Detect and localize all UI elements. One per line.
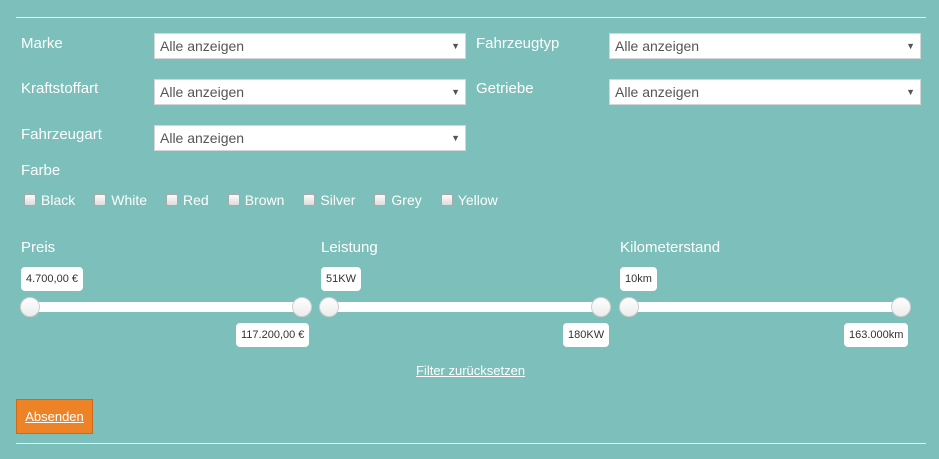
marke-select-value: Alle anzeigen xyxy=(160,38,245,54)
checkbox[interactable] xyxy=(166,194,179,206)
submit-button[interactable]: Absenden xyxy=(16,399,93,434)
fahrzeugtyp-select-value: Alle anzeigen xyxy=(615,38,700,54)
preis-max-tooltip: 117.200,00 € xyxy=(236,323,310,347)
color-option-yellow[interactable]: Yellow xyxy=(440,192,498,208)
color-option-brown[interactable]: Brown xyxy=(227,192,284,208)
top-divider xyxy=(16,17,926,18)
fahrzeugtyp-select[interactable]: Alle anzeigen ▼ xyxy=(609,33,921,59)
getriebe-label: Getriebe xyxy=(476,80,534,97)
chevron-down-icon: ▼ xyxy=(906,87,915,97)
kilometerstand-label: Kilometerstand xyxy=(620,239,721,256)
marke-select[interactable]: Alle anzeigen ▼ xyxy=(154,33,466,59)
chevron-down-icon: ▼ xyxy=(451,41,460,51)
farbe-label: Farbe xyxy=(21,162,61,179)
fahrzeugart-select-value: Alle anzeigen xyxy=(160,130,245,146)
leistung-min-handle[interactable] xyxy=(319,297,339,317)
leistung-min-tooltip: 51KW xyxy=(321,267,361,291)
marke-label: Marke xyxy=(21,35,63,52)
kilometerstand-max-tooltip: 163.000km xyxy=(844,323,909,347)
checkbox[interactable] xyxy=(303,194,316,206)
fahrzeugart-select[interactable]: Alle anzeigen ▼ xyxy=(154,125,466,151)
color-option-silver[interactable]: Silver xyxy=(303,192,355,208)
getriebe-select[interactable]: Alle anzeigen ▼ xyxy=(609,79,921,105)
kilometerstand-max-handle[interactable] xyxy=(891,297,911,317)
chevron-down-icon: ▼ xyxy=(451,133,460,143)
preis-max-handle[interactable] xyxy=(292,297,312,317)
kilometerstand-min-handle[interactable] xyxy=(619,297,639,317)
kraftstoffart-select[interactable]: Alle anzeigen ▼ xyxy=(154,79,466,105)
chevron-down-icon: ▼ xyxy=(451,87,460,97)
preis-label: Preis xyxy=(21,239,56,256)
preis-min-tooltip: 4.700,00 € xyxy=(21,267,83,291)
color-options: Black White Red Brown Silver Grey Yellow xyxy=(24,192,517,208)
color-option-white[interactable]: White xyxy=(94,192,147,208)
leistung-label: Leistung xyxy=(321,239,378,256)
checkbox[interactable] xyxy=(440,194,453,206)
checkbox[interactable] xyxy=(374,194,387,206)
kraftstoffart-select-value: Alle anzeigen xyxy=(160,84,245,100)
reset-filter-link[interactable]: Filter zurücksetzen xyxy=(416,363,526,378)
fahrzeugtyp-label: Fahrzeugtyp xyxy=(476,35,560,52)
preis-min-handle[interactable] xyxy=(20,297,40,317)
color-option-black[interactable]: Black xyxy=(24,192,75,208)
leistung-max-tooltip: 180KW xyxy=(563,323,610,347)
getriebe-select-value: Alle anzeigen xyxy=(615,84,700,100)
preis-slider-track[interactable] xyxy=(24,302,310,312)
color-option-red[interactable]: Red xyxy=(166,192,209,208)
kilometerstand-slider-track[interactable] xyxy=(623,302,909,312)
checkbox[interactable] xyxy=(94,194,107,206)
leistung-slider-track[interactable] xyxy=(323,302,609,312)
kilometerstand-min-tooltip: 10km xyxy=(620,267,657,291)
checkbox[interactable] xyxy=(227,194,240,206)
bottom-divider xyxy=(16,443,926,444)
fahrzeugart-label: Fahrzeugart xyxy=(21,126,102,143)
color-option-grey[interactable]: Grey xyxy=(374,192,422,208)
chevron-down-icon: ▼ xyxy=(906,41,915,51)
leistung-max-handle[interactable] xyxy=(591,297,611,317)
checkbox[interactable] xyxy=(24,194,36,206)
kraftstoffart-label: Kraftstoffart xyxy=(21,80,99,97)
